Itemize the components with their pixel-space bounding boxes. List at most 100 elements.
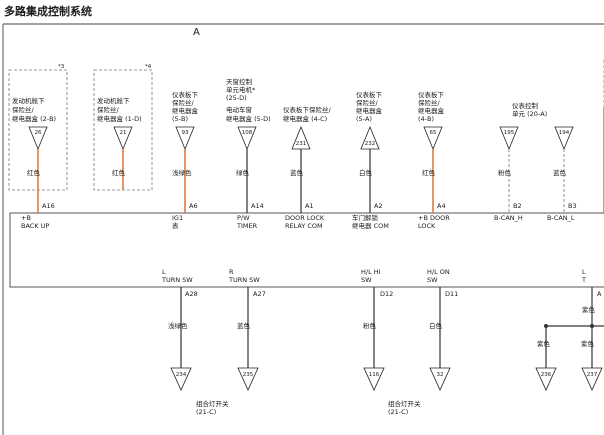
- wire-color-label: 浅绿色: [172, 168, 192, 177]
- signal-label: B-CAN_L: [547, 214, 575, 222]
- connector-number: 194: [559, 130, 570, 136]
- connector-number: 116: [369, 372, 380, 378]
- connector-triangle-down: [113, 126, 133, 151]
- trunk-color-label: 紫色: [582, 305, 596, 314]
- bottom-connector-col-hl-on: H/L ON SW D11 白色 32: [427, 268, 458, 391]
- right-edge-branch: L T A 紫色 紫色 236 紫色 237: [535, 268, 604, 391]
- top-connector-col-ig1-dash: 仪表板下 保险丝/ 继电器盒 (5-B) 93 浅绿色 A6 IG1 表: [172, 90, 200, 230]
- connector-triangle-down: [429, 367, 451, 391]
- wire-color-label: 紫色: [581, 339, 595, 348]
- connector-number: 21: [120, 130, 127, 136]
- signal-label: +B DOOR LOCK: [418, 214, 452, 230]
- wire-color-label: 浅绿色: [168, 321, 188, 330]
- wire-color-label: 蓝色: [290, 168, 304, 177]
- connector-triangle-down: [423, 126, 443, 151]
- signal-label: IG1 表: [172, 214, 185, 230]
- signal-label: 车门解锁 继电器 COM: [352, 213, 389, 230]
- connector-triangle-down: [554, 126, 574, 151]
- connector-label: 发动机舱下 保险丝/ 继电器盒 (1-D): [97, 96, 142, 123]
- signal-label: L T: [581, 268, 588, 284]
- bottom-connector-col-r-turn: R TURN SW A27 蓝色 235: [228, 268, 266, 391]
- note-mark: *4: [145, 64, 152, 70]
- wire-color-label: 白色: [359, 168, 373, 177]
- connector-triangle-down: [535, 367, 557, 391]
- signal-label: P/W TIMER: [236, 214, 258, 230]
- wire-color-label: 紫色: [537, 339, 551, 348]
- wire-color-label: 红色: [422, 168, 436, 177]
- wire-color-label: 绿色: [236, 168, 250, 177]
- connector-number: 232: [365, 141, 376, 147]
- control-unit-body: [9, 212, 604, 288]
- connector-number: 32: [437, 372, 444, 378]
- top-connector-col-ig1-engine: *4 发动机舱下 保险丝/ 继电器盒 (1-D) 21 红色: [93, 64, 153, 191]
- connector-number: 237: [587, 372, 598, 378]
- signal-label: B-CAN_H: [494, 214, 523, 222]
- connector-number: 236: [541, 372, 552, 378]
- connector-triangle-down: [581, 367, 603, 391]
- connector-number: 26: [35, 130, 42, 136]
- bottom-connector-col-l-turn: L TURN SW A28 浅绿色 234: [161, 268, 198, 391]
- pin-label: A28: [185, 290, 198, 298]
- can-group-label: 仪表控制 单元 (20-A): [512, 101, 547, 118]
- connector-label: 仪表板下 保险丝/ 继电器盒 (5-B): [172, 90, 200, 123]
- pin-label: A4: [437, 202, 446, 210]
- top-connector-col-bcan-h: 195 粉色 B2 B-CAN_H: [494, 126, 523, 222]
- signal-label: DOOR LOCK RELAY COM: [285, 214, 326, 230]
- top-connector-col-backup: *3 发动机舱下 保险丝/ 继电器盒 (2-B) 26 红色 A16 +B BA…: [8, 64, 68, 230]
- pin-label: A14: [251, 202, 264, 210]
- pin-label: B2: [513, 202, 522, 210]
- connector-triangle-down: [28, 126, 48, 151]
- wire-color-label: 白色: [429, 321, 443, 330]
- pin-label: B3: [568, 202, 577, 210]
- connector-number: 234: [176, 372, 187, 378]
- connector-label: 仪表板下 保险丝/ 继电器盒 (4-B): [418, 90, 446, 123]
- wire-color-label: 红色: [112, 168, 126, 177]
- signal-label: R TURN SW: [228, 268, 260, 284]
- wire-color-label: 红色: [27, 168, 41, 177]
- connector-label: 仪表板下保险丝/ 继电器盒 (4-C): [283, 105, 333, 123]
- diagram-title: 多路集成控制系统: [4, 4, 92, 18]
- pin-label: D12: [380, 290, 393, 298]
- pin-label: A: [597, 290, 602, 298]
- wire-color-label: 粉色: [498, 168, 512, 177]
- note-mark: *3: [58, 64, 65, 70]
- top-connector-col-bcan-l: 194 蓝色 B3 B-CAN_L: [547, 126, 577, 222]
- wire-color-label: 蓝色: [553, 168, 567, 177]
- connector-triangle-down: [237, 126, 257, 151]
- section-marker: A: [193, 27, 200, 38]
- top-connector-col-pw-timer: 天窗控制 单元电机* (25-D) 电动车窗 继电器盒 (5-D) 108 绿色…: [226, 77, 271, 230]
- signal-label: +B BACK UP: [21, 214, 49, 230]
- connector-number: 65: [430, 130, 437, 136]
- connector-label: 仪表板下 保险丝/ 继电器盒 (5-A): [356, 90, 384, 123]
- signal-label: H/L HI SW: [361, 268, 383, 284]
- connector-label: 天窗控制 单元电机* (25-D) 电动车窗 继电器盒 (5-D): [226, 77, 271, 123]
- connector-number: 195: [504, 130, 515, 136]
- connector-label: 发动机舱下 保险丝/ 继电器盒 (2-B): [12, 96, 56, 123]
- connector-number: 235: [243, 372, 254, 378]
- top-connector-col-door-unlock: 仪表板下 保险丝/ 继电器盒 (5-A) 232 白色 A2 车门解锁 继电器 …: [352, 90, 389, 230]
- wire-color-label: 蓝色: [237, 321, 251, 330]
- pin-label: A1: [305, 202, 314, 210]
- pin-label: A2: [374, 202, 383, 210]
- connector-triangle-down: [175, 126, 195, 151]
- connector-number: 93: [182, 130, 189, 136]
- connector-triangle-down: [499, 126, 519, 151]
- signal-label: L TURN SW: [161, 268, 193, 284]
- signal-label: H/L ON SW: [427, 268, 452, 284]
- top-connector-col-door-lock: 仪表板下保险丝/ 继电器盒 (4-C) 231 蓝色 A1 DOOR LOCK …: [283, 105, 333, 230]
- bottom-connector-col-hl-hi: H/L HI SW D12 粉色 116: [361, 268, 393, 391]
- connector-triangle-down: [170, 367, 192, 391]
- pin-label: A16: [42, 202, 55, 210]
- connector-number: 108: [242, 130, 253, 136]
- connector-number: 231: [296, 141, 307, 147]
- pin-label: A6: [189, 202, 198, 210]
- combo-switch-label-left: 组合灯开关 (21-C): [196, 399, 231, 416]
- pin-label: D11: [445, 290, 458, 298]
- connector-triangle-down: [237, 367, 259, 391]
- wire-color-label: 粉色: [363, 321, 377, 330]
- combo-switch-label-right: 组合灯开关 (21-C): [388, 399, 423, 416]
- connector-triangle-down: [363, 367, 385, 391]
- pin-label: A27: [253, 290, 266, 298]
- top-connector-col-b-door-lock: 仪表板下 保险丝/ 继电器盒 (4-B) 65 红色 A4 +B DOOR LO…: [418, 90, 452, 230]
